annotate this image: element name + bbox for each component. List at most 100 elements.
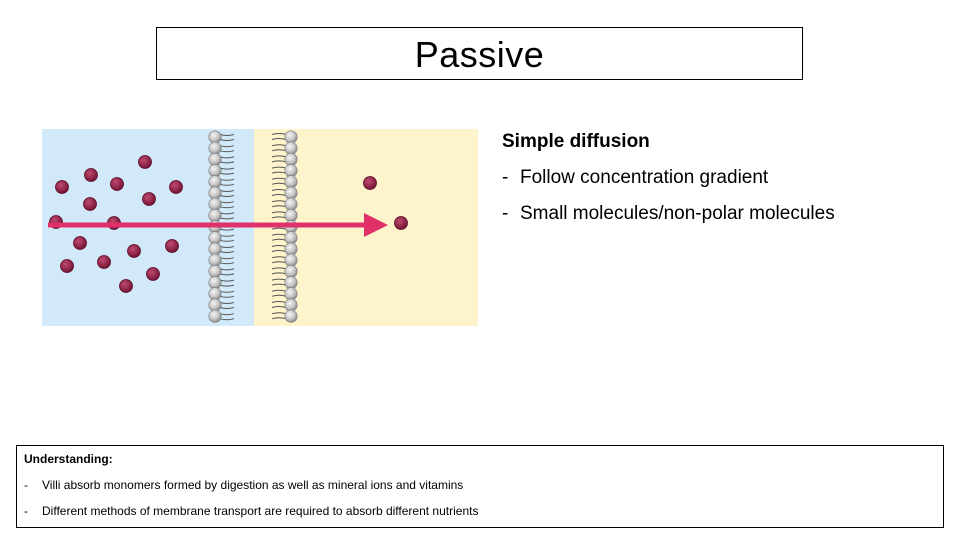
lipid-head (208, 208, 222, 222)
lipid-head (284, 186, 298, 200)
lipid-tail (271, 189, 287, 191)
notes-item-text: Follow concentration gradient (520, 167, 769, 188)
understanding-item: -Different methods of membrane transport… (24, 503, 936, 519)
lipid-head (208, 309, 222, 323)
lipid-tail (219, 318, 235, 321)
lipid-tail (219, 167, 235, 170)
molecule (73, 236, 87, 250)
lipid-tail (271, 216, 287, 219)
lipid-head (284, 208, 298, 222)
lipid-tail (219, 195, 235, 197)
lipid-tail (219, 251, 235, 253)
diffusion-arrow (48, 213, 388, 237)
molecule (84, 168, 98, 182)
lipid-tail (219, 156, 235, 159)
molecule (169, 180, 183, 194)
lipid-head (208, 130, 222, 144)
lipid-tail (219, 290, 235, 293)
molecules-group (49, 155, 408, 293)
molecule (97, 255, 111, 269)
lipid-tail (219, 161, 235, 164)
lipid-tail (219, 246, 235, 248)
lipid-tail (219, 284, 235, 287)
lipid-head (284, 152, 298, 166)
lipid-tail (219, 268, 235, 271)
lipid-tail (271, 166, 287, 169)
simple-diffusion-notes: Simple diffusion -Follow concentration g… (502, 124, 942, 232)
understanding-box: Understanding: -Villi absorb monomers fo… (16, 445, 944, 528)
molecule (142, 192, 156, 206)
lipid-tail (219, 217, 235, 220)
lipid-tail (271, 138, 287, 140)
lipid-tail (219, 262, 235, 265)
lipid-head (208, 231, 222, 245)
lipid-tail (271, 283, 287, 286)
understanding-item: -Villi absorb monomers formed by digesti… (24, 477, 936, 493)
lipid-tail (219, 302, 235, 304)
lipid-tail (271, 155, 287, 158)
lipid-head (284, 141, 298, 155)
lipid-head (208, 264, 222, 278)
understanding-heading: Understanding: (24, 452, 113, 466)
lipid-tail (219, 150, 235, 153)
molecule (119, 279, 133, 293)
lipid-head (284, 253, 298, 267)
lipid-head (284, 309, 298, 323)
lipid-tail (271, 312, 287, 315)
lipid-head (208, 242, 222, 256)
lipid-tail (219, 190, 235, 192)
lipid-tail (271, 211, 287, 214)
molecule (363, 176, 377, 190)
molecule (110, 177, 124, 191)
lipid-tail (271, 238, 287, 241)
lipid-tail (219, 257, 235, 260)
lipid-tail (219, 183, 235, 186)
slide-title: Passive (414, 33, 545, 75)
lipid-head (284, 164, 298, 178)
lipid-head (284, 130, 298, 144)
lipid-tail (219, 178, 235, 181)
lipid-tail (219, 279, 235, 282)
lipid-tail (271, 194, 287, 196)
notes-item: -Follow concentration gradient (502, 160, 942, 196)
lipid-head (284, 197, 298, 211)
lipid-tail (271, 182, 287, 185)
lipid-tail (271, 250, 287, 252)
notes-item-text: Small molecules/non-polar molecules (520, 203, 835, 224)
lipid-tail (271, 144, 287, 147)
lipid-tail (219, 239, 235, 242)
lipid-tail (219, 228, 235, 231)
lipid-tail (271, 306, 287, 308)
lipid-head (284, 231, 298, 245)
lipid-head (208, 287, 222, 301)
lipid-bilayer (208, 130, 298, 323)
lipid-head (208, 197, 222, 211)
lipid-head (208, 298, 222, 312)
lipid-head (208, 164, 222, 178)
lipid-tail (271, 133, 287, 135)
lipid-tail (219, 234, 235, 237)
notes-heading: Simple diffusion (502, 131, 650, 152)
lipid-tail (271, 272, 287, 275)
lipid-tail (271, 301, 287, 303)
lipid-tail (219, 172, 235, 175)
lipid-tail (219, 134, 235, 136)
molecule (165, 239, 179, 253)
molecule (394, 216, 408, 230)
lipid-tail (271, 233, 287, 236)
lipid-tail (219, 139, 235, 141)
lipid-tail (219, 206, 235, 209)
bullet-dash: - (24, 478, 28, 492)
lipid-head (284, 276, 298, 290)
diffusion-diagram-svg (42, 129, 478, 326)
molecule (55, 180, 69, 194)
lipid-tail (271, 294, 287, 297)
lipid-tail (271, 256, 287, 259)
lipid-head (208, 152, 222, 166)
lipid-tail (271, 317, 287, 320)
lipid-tail (271, 149, 287, 152)
lipid-tail (219, 273, 235, 276)
lipid-tail (271, 200, 287, 203)
lipid-tail (271, 267, 287, 270)
lipid-head (284, 242, 298, 256)
